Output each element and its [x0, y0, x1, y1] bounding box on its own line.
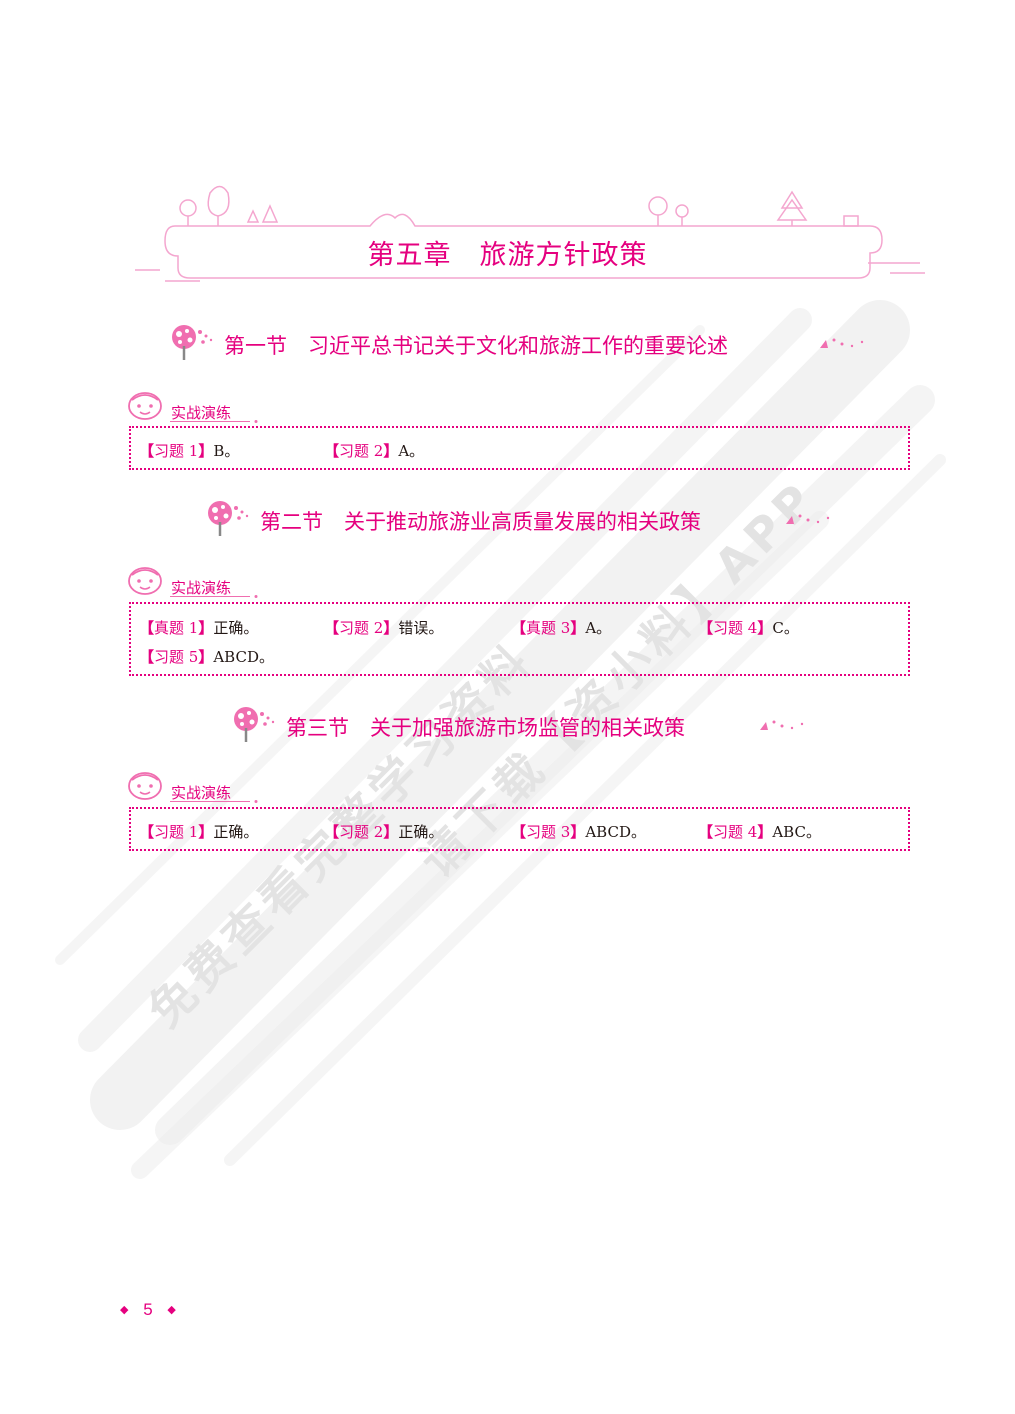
practice-underline [170, 595, 258, 598]
answer-item: 【习题 4】C。 [698, 619, 799, 637]
diamond-icon: ◆ [167, 1304, 176, 1316]
chapter-banner [135, 185, 925, 282]
practice-label-3: 实战演练 [126, 770, 286, 804]
cartoon-face-icon [128, 392, 162, 420]
section-heading-1: 第一节 习近平总书记关于文化和旅游工作的重要论述 [168, 322, 888, 362]
answer-tag: 习题 5 [154, 648, 199, 666]
answer-value: 正确。 [398, 823, 444, 841]
answer-tag: 习题 2 [339, 823, 384, 841]
section-title: 第二节 关于推动旅游业高质量发展的相关政策 [260, 510, 701, 534]
answer-value: 错误。 [398, 619, 444, 637]
answer-value: ABCD。 [585, 823, 646, 841]
answer-item: 【习题 2】错误。 [324, 619, 444, 637]
answer-tag: 习题 4 [713, 619, 758, 637]
section-title: 第一节 习近平总书记关于文化和旅游工作的重要论述 [224, 334, 728, 358]
answer-value: A。 [398, 442, 425, 460]
practice-label-2: 实战演练 [126, 565, 286, 599]
cartoon-face-icon [128, 567, 162, 595]
answer-box-2: 【真题 1】正确。 【习题 2】错误。 【真题 3】A。 【习题 4】C。 【习… [129, 602, 910, 676]
practice-label-text: 实战演练 [171, 579, 232, 597]
answer-value: 正确。 [213, 823, 259, 841]
answer-tag: 习题 2 [339, 442, 384, 460]
practice-underline [170, 420, 258, 423]
sparkle-dots-icon [786, 514, 830, 524]
answer-item: 【习题 2】正确。 [324, 823, 444, 841]
page-number: ◆ 5 ◆ [120, 1300, 176, 1320]
pink-tree-icon [208, 501, 249, 536]
answer-box-1: 【习题 1】B。 【习题 2】A。 [129, 426, 910, 470]
answer-tag: 习题 4 [713, 823, 758, 841]
chapter-title: 第五章 旅游方针政策 [367, 240, 648, 271]
section-heading-3: 第三节 关于加强旅游市场监管的相关政策 [230, 704, 830, 744]
answer-tag: 习题 1 [154, 823, 199, 841]
practice-label-1: 实战演练 [126, 390, 286, 424]
answer-item: 【真题 3】A。 [511, 619, 612, 637]
sparkle-dots-icon [820, 338, 864, 348]
answer-item: 【习题 1】正确。 [139, 823, 259, 841]
answer-item: 【习题 4】ABC。 [698, 823, 821, 841]
answer-value: 正确。 [213, 619, 259, 637]
answer-item: 【习题 5】ABCD。 [139, 648, 274, 666]
practice-label-text: 实战演练 [171, 404, 232, 422]
answer-box-3: 【习题 1】正确。 【习题 2】正确。 【习题 3】ABCD。 【习题 4】AB… [129, 807, 910, 851]
answer-item: 【习题 1】B。 [139, 442, 240, 460]
answer-tag: 真题 1 [154, 619, 199, 637]
sparkle-dots-icon [760, 720, 804, 730]
pink-tree-icon [172, 325, 213, 360]
diamond-icon: ◆ [120, 1304, 129, 1316]
answer-tag: 习题 1 [154, 442, 199, 460]
practice-underline [170, 800, 258, 803]
answer-value: A。 [585, 619, 612, 637]
answer-value: B。 [213, 442, 240, 460]
section-heading-2: 第二节 关于推动旅游业高质量发展的相关政策 [204, 498, 854, 538]
answer-value: C。 [772, 619, 799, 637]
answer-item: 【习题 3】ABCD。 [511, 823, 646, 841]
page-number-value: 5 [143, 1300, 153, 1319]
answer-item: 【习题 2】A。 [324, 442, 425, 460]
answer-item: 【真题 1】正确。 [139, 619, 259, 637]
pink-tree-icon [234, 707, 275, 742]
section-title: 第三节 关于加强旅游市场监管的相关政策 [286, 716, 685, 740]
practice-label-text: 实战演练 [171, 784, 232, 802]
answer-value: ABC。 [772, 823, 821, 841]
answer-tag: 习题 2 [339, 619, 384, 637]
answer-tag: 真题 3 [526, 619, 571, 637]
answer-value: ABCD。 [213, 648, 274, 666]
cartoon-face-icon [128, 772, 162, 800]
answer-tag: 习题 3 [526, 823, 571, 841]
